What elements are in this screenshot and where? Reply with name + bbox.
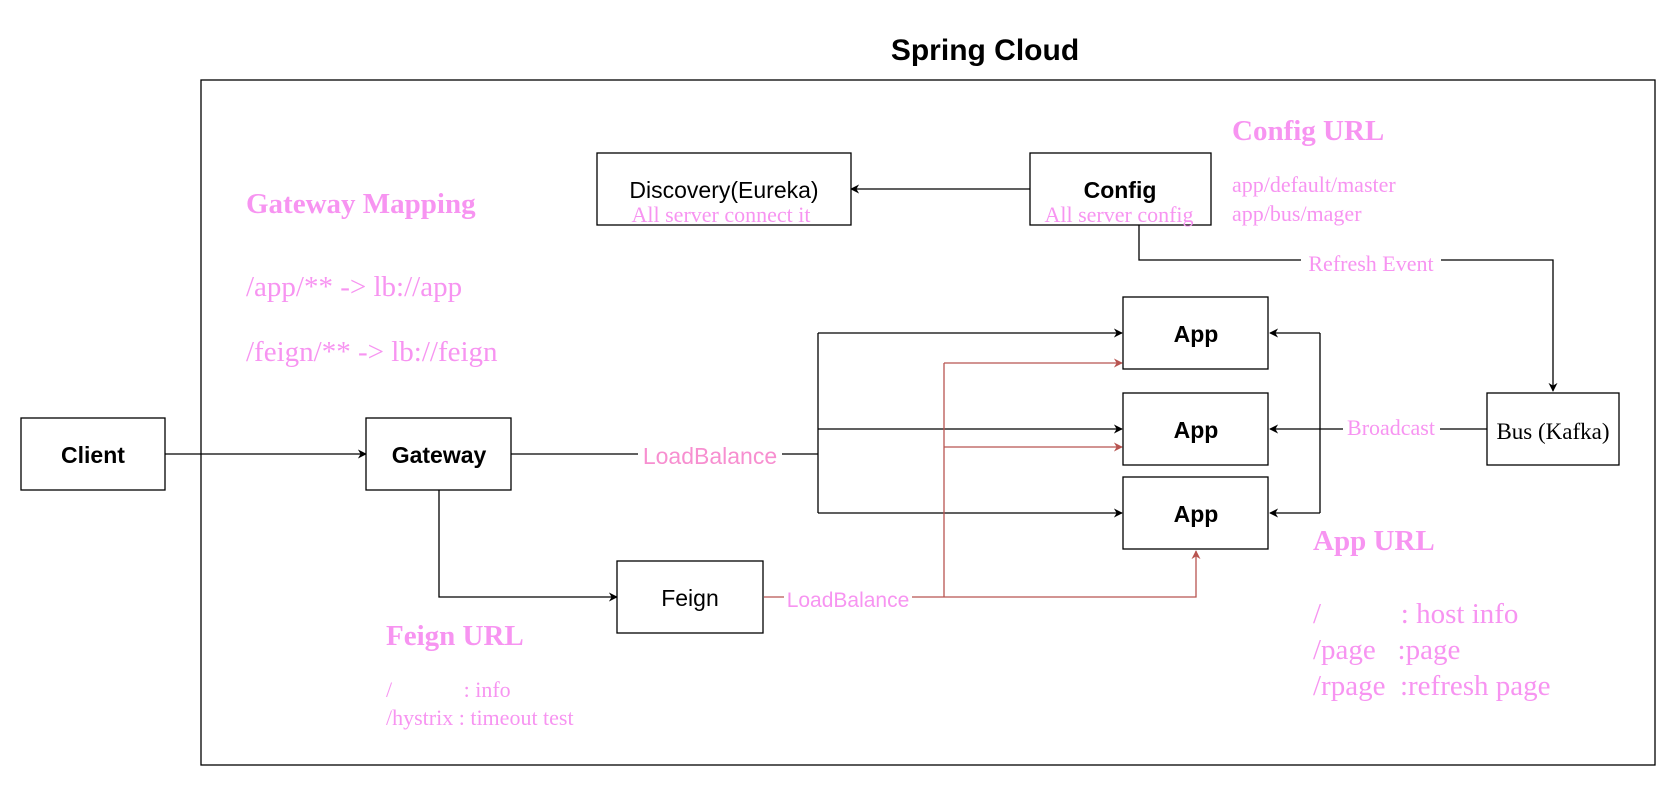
config-url-title: Config URL <box>1232 115 1384 147</box>
feign-url-title: Feign URL <box>386 620 524 652</box>
discovery-label: Discovery(Eureka) <box>629 177 818 203</box>
feign-loadbalance-label: LoadBalance <box>787 589 910 612</box>
config-url-line: app/default/master <box>1232 172 1396 197</box>
gateway-mapping-line: /feign/** -> lb://feign <box>246 336 498 368</box>
bus-node[interactable]: Bus (Kafka) <box>1486 392 1620 466</box>
edge-feign-app-3 <box>944 550 1201 598</box>
gateway-mapping-note: Gateway Mapping /app/** -> lb://app /fei… <box>246 188 498 368</box>
app-url-line: /page :page <box>1313 634 1460 666</box>
diagram-title: Spring Cloud <box>891 34 1079 67</box>
config-node[interactable]: Config <box>1029 152 1212 226</box>
feign-url-note: Feign URL / : info /hystrix : timeout te… <box>386 620 574 730</box>
app-label: App <box>1174 501 1219 527</box>
broadcast-label: Broadcast <box>1347 415 1435 440</box>
config-url-note: Config URL app/default/master app/bus/ma… <box>1232 115 1396 226</box>
spring-cloud-container <box>200 79 1656 766</box>
feign-label: Feign <box>661 585 719 611</box>
app-node-3[interactable]: App <box>1122 476 1269 550</box>
app-node-2[interactable]: App <box>1122 392 1269 466</box>
feign-url-line: /hystrix : timeout test <box>386 705 574 730</box>
app-label: App <box>1174 321 1219 347</box>
gateway-mapping-line: /app/** -> lb://app <box>246 271 462 303</box>
config-url-line: app/bus/mager <box>1232 201 1362 226</box>
gateway-mapping-title: Gateway Mapping <box>246 188 476 220</box>
gateway-label: Gateway <box>392 442 487 468</box>
bus-label: Bus (Kafka) <box>1496 419 1609 444</box>
client-node[interactable]: Client <box>20 417 166 491</box>
client-label: Client <box>61 442 125 468</box>
app-url-title: App URL <box>1313 525 1435 557</box>
feign-node[interactable]: Feign <box>616 560 764 634</box>
discovery-node[interactable]: Discovery(Eureka) <box>596 152 852 226</box>
discovery-caption: All server connect it <box>632 202 811 227</box>
edge-gateway-feign <box>438 490 618 602</box>
app-url-line: /rpage :refresh page <box>1313 670 1551 702</box>
gateway-node[interactable]: Gateway <box>365 417 512 491</box>
config-caption: All server config <box>1044 202 1193 227</box>
app-node-1[interactable]: App <box>1122 296 1269 370</box>
app-url-line: / : host info <box>1313 598 1518 630</box>
edge-gateway-loadbalance <box>511 333 819 513</box>
gateway-loadbalance-label: LoadBalance <box>643 443 777 469</box>
refresh-event-label: Refresh Event <box>1308 251 1433 276</box>
app-url-note: App URL / : host info /page :page /rpage… <box>1313 525 1551 702</box>
config-label: Config <box>1084 177 1157 203</box>
edge-feign-loadbalance <box>764 363 945 598</box>
feign-url-line: / : info <box>386 677 511 702</box>
app-label: App <box>1174 417 1219 443</box>
